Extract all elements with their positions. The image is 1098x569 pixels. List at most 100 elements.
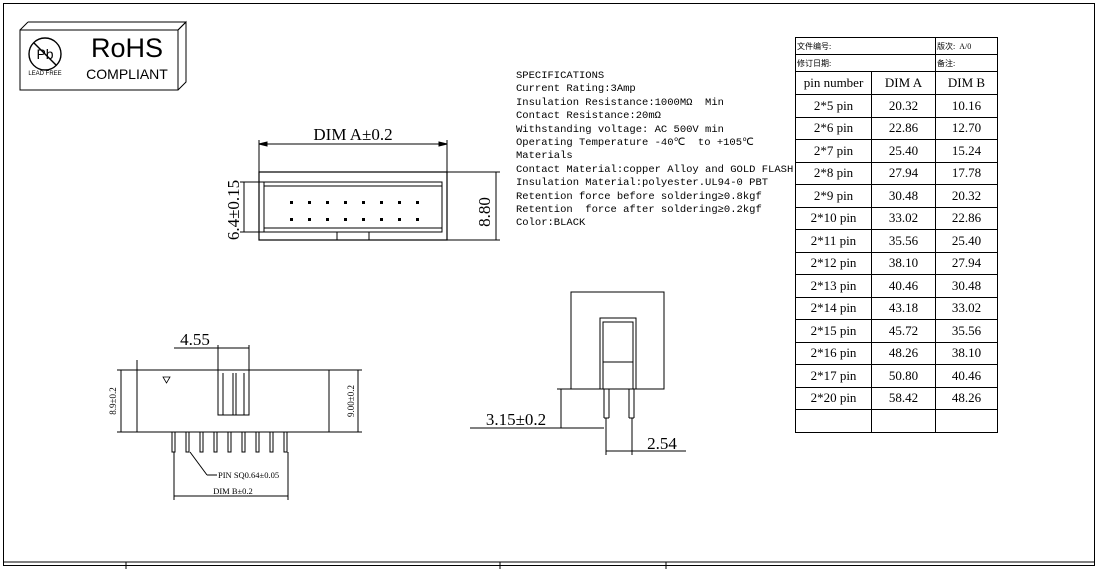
cell-dim-a: 40.46 <box>871 274 936 298</box>
pin-note-label: PIN SQ0.64±0.05 <box>218 470 279 480</box>
rohs-title: RoHS <box>91 33 163 63</box>
cell-dim-a: 22.86 <box>871 116 936 140</box>
spec-line: Operating Temperature -40℃ to +105℃ <box>516 137 754 150</box>
table-header-row: pin number DIM A DIM B <box>795 71 998 95</box>
cell-dim-a: 35.56 <box>871 229 936 253</box>
cell-dim-b: 30.48 <box>935 274 998 298</box>
seal-letter: Pb <box>36 46 53 62</box>
dim-a-label: DIM A±0.2 <box>313 125 392 144</box>
cell-pin: 2*12 pin <box>795 251 872 275</box>
spec-line: Retention force after soldering≥0.2kgf <box>516 204 762 217</box>
table-row-empty <box>795 409 998 433</box>
doc-no-label: 文件编号: <box>795 37 936 55</box>
dim-height-left-label: 8.9±0.2 <box>108 387 118 414</box>
rev-label: 版次: <box>937 41 956 51</box>
seal-text: LEAD FREE <box>28 71 61 77</box>
cell-pin: 2*5 pin <box>795 94 872 118</box>
specs-heading: SPECIFICATIONS <box>516 70 605 82</box>
cell-pin: 2*20 pin <box>795 386 872 410</box>
cell-dim-b: 22.86 <box>935 206 998 230</box>
cell-pin: 2*10 pin <box>795 206 872 230</box>
cell-dim-a: 30.48 <box>871 184 936 208</box>
dim-height-right-label: 9.00±0.2 <box>346 385 356 417</box>
revise-date-label: 修订日期: <box>795 54 936 72</box>
spec-line: Current Rating:3Amp <box>516 83 636 96</box>
cell-dim-b: 15.24 <box>935 139 998 163</box>
doc-info-row: 文件编号: 版次: A/0 <box>795 37 998 55</box>
side-view <box>470 291 686 455</box>
dim-tail-label: 3.15±0.2 <box>486 410 546 429</box>
cell-dim-b: 25.40 <box>935 229 998 253</box>
cell-dim-b: 40.46 <box>935 364 998 388</box>
front-pins <box>171 431 288 453</box>
rohs-badge: Pb LEAD FREE RoHS COMPLIANT <box>19 20 187 91</box>
cell-dim-a: 25.40 <box>871 139 936 163</box>
cell-pin: 2*13 pin <box>795 274 872 298</box>
spec-line: Materials <box>516 150 573 163</box>
sheet-border <box>3 3 1095 566</box>
spec-line: Withstanding voltage: AC 500V min <box>516 123 724 136</box>
cell-pin: 2*7 pin <box>795 139 872 163</box>
dim-b-label: DIM B±0.2 <box>213 486 253 496</box>
cell-dim-a: 48.26 <box>871 341 936 365</box>
cell-dim-a: 27.94 <box>871 161 936 185</box>
dim-pitch-label: 2.54 <box>647 434 677 453</box>
cell-dim-a: 58.42 <box>871 386 936 410</box>
revise-info-row: 修订日期: 备注: <box>795 54 998 72</box>
cell-dim-b: 38.10 <box>935 341 998 365</box>
cell-dim-b: 10.16 <box>935 94 998 118</box>
header-pin-number: pin number <box>795 71 872 95</box>
dim-height-label: 6.4±0.15 <box>224 180 243 240</box>
cell-dim-b: 33.02 <box>935 296 998 320</box>
cell-dim-b: 35.56 <box>935 319 998 343</box>
pin-array <box>290 201 419 221</box>
cell-pin: 2*16 pin <box>795 341 872 365</box>
spec-line: Contact Resistance:20mΩ <box>516 110 661 123</box>
top-view <box>240 140 500 241</box>
cell-dim-b: 48.26 <box>935 386 998 410</box>
spec-line: Contact Material:copper Alloy and GOLD F… <box>516 163 794 176</box>
cell-dim-b: 27.94 <box>935 251 998 275</box>
spec-line: Retention force before soldering≥0.8kgf <box>516 190 762 203</box>
cell-pin: 2*6 pin <box>795 116 872 140</box>
rev-cell: 版次: A/0 <box>935 37 998 55</box>
front-view <box>117 345 362 500</box>
cell-pin: 2*9 pin <box>795 184 872 208</box>
header-dim-b: DIM B <box>935 71 998 95</box>
cell-dim-a: 20.32 <box>871 94 936 118</box>
cell-dim-a: 43.18 <box>871 296 936 320</box>
cell-dim-b: 12.70 <box>935 116 998 140</box>
cell-dim-b: 20.32 <box>935 184 998 208</box>
header-dim-a: DIM A <box>871 71 936 95</box>
rohs-subtitle: COMPLIANT <box>86 66 168 82</box>
remark-label: 备注: <box>935 54 998 72</box>
spec-line: Insulation Resistance:1000MΩ Min <box>516 96 724 109</box>
cell-dim-a: 33.02 <box>871 206 936 230</box>
cell-pin: 2*8 pin <box>795 161 872 185</box>
cell-dim-a: 45.72 <box>871 319 936 343</box>
cell-dim-a: 38.10 <box>871 251 936 275</box>
dim-width-label: 8.80 <box>475 197 494 227</box>
cell-pin: 2*17 pin <box>795 364 872 388</box>
spec-line: Color:BLACK <box>516 217 586 230</box>
dim-pitch-offset-label: 4.55 <box>180 330 210 349</box>
spec-line: Insulation Material:polyester.UL94-0 PBT <box>516 177 769 190</box>
rev-value: A/0 <box>959 41 972 51</box>
lead-free-icon: Pb LEAD FREE <box>28 37 62 77</box>
